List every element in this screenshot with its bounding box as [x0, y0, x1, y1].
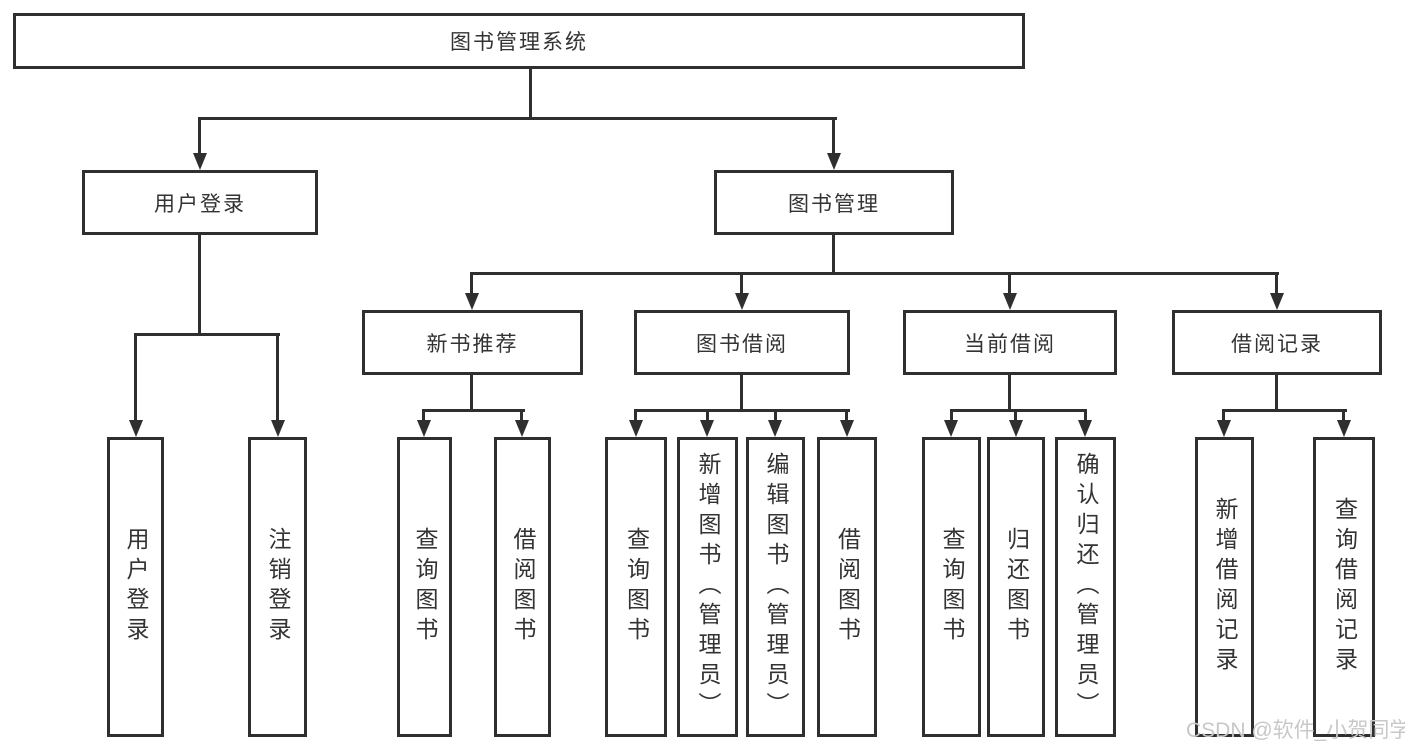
- connector-line: [1008, 375, 1011, 412]
- node-label: 当前借阅: [964, 332, 1056, 356]
- leaf-query-borrow-record: 查询借阅记录: [1313, 437, 1375, 737]
- node-label: 确认归还（管理员）: [1073, 452, 1099, 722]
- connector-line: [276, 333, 279, 421]
- connector-line: [634, 409, 850, 412]
- node-label: 查询图书: [623, 527, 650, 647]
- node-borrow-records: 借阅记录: [1172, 310, 1382, 375]
- arrow-down: [1078, 420, 1092, 437]
- node-label: 借阅图书: [510, 527, 536, 647]
- connector-line: [198, 117, 837, 120]
- leaf-recommend-query-books: 查询图书: [397, 437, 452, 737]
- connector-line: [422, 409, 525, 412]
- node-label: 借阅记录: [1231, 332, 1323, 356]
- connector-line: [470, 272, 473, 295]
- leaf-current-query-books: 查询图书: [922, 437, 981, 737]
- connector-line: [706, 409, 709, 422]
- connector-line: [845, 409, 848, 422]
- node-label: 查询图书: [412, 527, 438, 647]
- arrow-down: [465, 293, 479, 310]
- arrow-down: [129, 420, 143, 437]
- node-book-borrow: 图书借阅: [634, 310, 850, 375]
- leaf-add-borrow-record: 新增借阅记录: [1195, 437, 1254, 737]
- arrow-down: [1009, 420, 1023, 437]
- node-current-borrow: 当前借阅: [903, 310, 1117, 375]
- arrow-down: [840, 420, 854, 437]
- node-label: 借阅图书: [834, 527, 861, 647]
- connector-line: [1014, 409, 1017, 422]
- node-user-login: 用户登录: [82, 170, 318, 235]
- node-label: 新增借阅记录: [1212, 497, 1238, 677]
- arrow-down: [944, 420, 958, 437]
- connector-line: [1222, 409, 1225, 422]
- node-label: 注销登录: [265, 527, 291, 647]
- connector-line: [1342, 409, 1345, 422]
- arrow-down: [827, 153, 841, 170]
- arrow-down: [735, 293, 749, 310]
- connector-line: [1275, 272, 1278, 295]
- leaf-recommend-borrow-books: 借阅图书: [494, 437, 551, 737]
- node-label: 图书借阅: [696, 332, 788, 356]
- connector-line: [198, 235, 201, 335]
- connector-line: [740, 272, 743, 295]
- connector-line: [470, 375, 473, 412]
- connector-line: [1008, 272, 1011, 295]
- node-label: 用户登录: [123, 527, 149, 647]
- arrow-down: [193, 153, 207, 170]
- connector-line: [740, 375, 743, 412]
- connector-line: [774, 409, 777, 422]
- leaf-borrow-edit-books-admin: 编辑图书（管理员）: [746, 437, 805, 737]
- node-label: 新书推荐: [426, 332, 519, 356]
- leaf-borrow-query-books: 查询图书: [605, 437, 667, 737]
- connector-line: [529, 66, 532, 119]
- leaf-logout-login: 注销登录: [248, 437, 307, 737]
- connector-line: [950, 409, 953, 422]
- csdn-watermark: CSDN @软件_小贺同学: [1186, 719, 1405, 742]
- arrow-down: [271, 420, 285, 437]
- leaf-borrow-add-books-admin: 新增图书（管理员）: [677, 437, 738, 737]
- arrow-down: [1337, 420, 1351, 437]
- leaf-borrow-borrow-books: 借阅图书: [817, 437, 877, 737]
- connector-line: [634, 409, 637, 422]
- leaf-user-login: 用户登录: [107, 437, 164, 737]
- connector-line: [832, 117, 835, 154]
- node-label: 图书管理系统: [450, 31, 588, 54]
- node-new-book-recommend: 新书推荐: [362, 310, 583, 375]
- node-book-management: 图书管理: [714, 170, 954, 235]
- connector-line: [1084, 409, 1087, 422]
- arrow-down: [417, 420, 431, 437]
- node-label: 编辑图书（管理员）: [763, 452, 789, 722]
- connector-line: [950, 409, 1087, 412]
- node-label: 查询图书: [939, 527, 965, 647]
- connector-line: [1275, 375, 1278, 412]
- node-label: 用户登录: [154, 192, 246, 216]
- arrow-down: [768, 420, 782, 437]
- arrow-down: [700, 420, 714, 437]
- connector-line: [422, 409, 425, 422]
- node-label: 图书管理: [788, 192, 880, 216]
- node-root-library-system: 图书管理系统: [13, 13, 1025, 69]
- connector-line: [134, 333, 137, 421]
- connector-line: [470, 272, 1279, 275]
- arrow-down: [1003, 293, 1017, 310]
- arrow-down: [1217, 420, 1231, 437]
- connector-line: [520, 409, 523, 422]
- connector-line: [198, 117, 201, 154]
- node-label: 新增图书（管理员）: [695, 452, 721, 722]
- connector-line: [134, 333, 280, 336]
- node-label: 归还图书: [1003, 527, 1030, 647]
- leaf-current-return-books: 归还图书: [987, 437, 1045, 737]
- connector-line: [832, 235, 835, 275]
- arrow-down: [1270, 293, 1284, 310]
- connector-line: [1222, 409, 1347, 412]
- leaf-current-confirm-return-admin: 确认归还（管理员）: [1055, 437, 1116, 737]
- arrow-down: [515, 420, 529, 437]
- node-label: 查询借阅记录: [1331, 497, 1358, 677]
- arrow-down: [629, 420, 643, 437]
